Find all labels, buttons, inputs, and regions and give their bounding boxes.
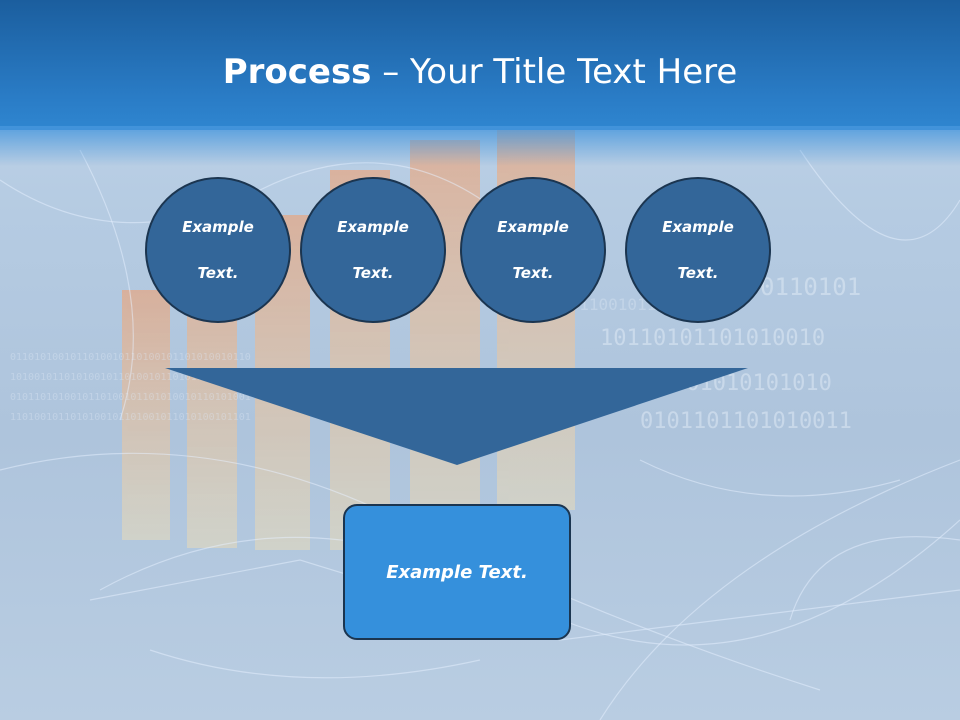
circle-3-line-1: Example: [497, 217, 569, 236]
circle-4-line-2: Text.: [677, 263, 719, 282]
svg-text:011010100101101001011010010110: 0110101001011010010110100101101010010110: [10, 352, 251, 363]
circle-2-line-2: Text.: [352, 263, 394, 282]
circle-3-line-2: Text.: [512, 263, 554, 282]
circle-1-line-1: Example: [182, 217, 254, 236]
svg-text:0110101: 0110101: [760, 273, 861, 301]
header-fade: [0, 126, 960, 166]
header-bar: [0, 0, 960, 130]
title-bold: Process: [222, 52, 372, 92]
circle-1-line-2: Text.: [197, 263, 239, 282]
title-rest: – Your Title Text Here: [371, 52, 738, 92]
circle-4-line-1: Example: [662, 217, 734, 236]
circle-2-line-1: Example: [337, 217, 409, 236]
slide-title: Process – Your Title Text Here: [0, 52, 960, 92]
funnel-triangle: [165, 368, 748, 465]
svg-text:0101101101010011: 0101101101010011: [640, 409, 852, 434]
result-box: Example Text.: [343, 504, 571, 640]
svg-text:110100101101010010110100101101: 1101001011010100101101001011010100101101: [10, 412, 251, 423]
result-text: Example Text.: [386, 561, 528, 583]
svg-text:010110101001011010010110101001: 0101101010010110100101101010010110101001: [10, 392, 251, 403]
svg-text:10110101101010010: 10110101101010010: [600, 326, 825, 351]
